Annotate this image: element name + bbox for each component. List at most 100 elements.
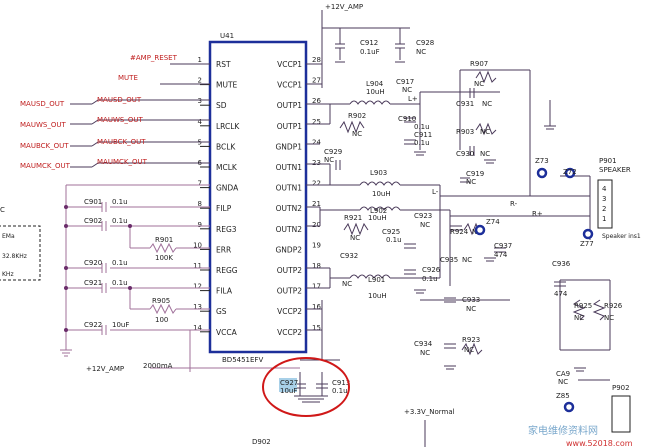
- r903-val: NC: [480, 128, 490, 136]
- pin-number-left: 4: [198, 118, 203, 126]
- pin-name-left: GNDA: [216, 184, 239, 193]
- ic-body: [208, 40, 308, 354]
- c932-ref: C932: [340, 252, 358, 260]
- highlight-circle: [262, 357, 350, 417]
- pin-name-right: OUTN2: [276, 204, 303, 213]
- l903-ref: L903: [370, 169, 387, 177]
- l902-val: 10uH: [368, 214, 387, 222]
- pin-number-right: 19: [312, 241, 321, 249]
- ic-ref: U41: [220, 32, 234, 40]
- pin-name-left: REGG: [216, 266, 238, 275]
- label-l-plus: L+: [408, 95, 418, 103]
- c926-ref: C926: [422, 266, 441, 274]
- top-supply-wires: [306, 10, 410, 88]
- r905-val: 100: [155, 316, 168, 324]
- right-capacitors: [335, 88, 566, 349]
- c910-ref: C910: [398, 115, 416, 123]
- connector-ref: P901: [599, 157, 617, 165]
- r925-val: NC: [574, 314, 584, 322]
- c901-ref: C901: [84, 198, 102, 206]
- r924-ref: R924: [450, 228, 469, 236]
- c927-highlight: [279, 378, 297, 392]
- pin-name-right: OUTP2: [277, 266, 302, 275]
- c928-ref: C928: [416, 39, 434, 47]
- pin-number-right: 21: [312, 200, 321, 208]
- c937-val: 474: [494, 251, 508, 259]
- ic-part: BD5451EFV: [222, 356, 263, 364]
- c912-ref: C912: [360, 39, 378, 47]
- pin-name-right: GNDP1: [276, 142, 303, 151]
- c922-val: 10uF: [112, 321, 129, 329]
- r923-ref: R923: [462, 336, 480, 344]
- net-sd-left: MAUSD_OUT: [20, 100, 65, 108]
- pin-name-left: SD: [216, 101, 227, 110]
- pin-name-left: BCLK: [216, 142, 236, 151]
- r921-val: NC: [350, 234, 360, 242]
- tp-z85: Z85: [556, 392, 570, 400]
- junction-dots-left: [64, 205, 132, 332]
- pin-number-left: 7: [198, 180, 202, 188]
- r903-ref: R903: [456, 128, 474, 136]
- c937-ref: C937: [494, 242, 512, 250]
- bottom-caps: [294, 372, 328, 403]
- pin-number-left: 14: [193, 324, 202, 332]
- pin-name-right: OUTP2: [277, 287, 302, 296]
- c925-val: 0.1u: [386, 236, 402, 244]
- c921-val: 0.1u: [112, 279, 128, 287]
- c929-val: NC: [324, 156, 334, 164]
- watermark: 家电维修资料网: [528, 424, 598, 437]
- pin-number-left: 11: [193, 262, 202, 270]
- pin-number-right: 18: [312, 262, 321, 270]
- pin-number-right: 26: [312, 97, 321, 105]
- l904-ref: L904: [366, 80, 384, 88]
- net-ws: MAUWS_OUT: [97, 116, 143, 124]
- label-r-plus: R+: [532, 210, 543, 218]
- current-note: 2000mA: [143, 362, 173, 370]
- pin-name-left: MCLK: [216, 163, 238, 172]
- c902-val: 0.1u: [112, 217, 128, 225]
- l901-ref: L901: [368, 276, 385, 284]
- ground-symbols: [414, 151, 586, 372]
- c929-ref: C929: [324, 148, 342, 156]
- resistor-zigzags: [339, 70, 606, 356]
- left-dashed-box: [0, 225, 41, 281]
- c925-ref: C925: [382, 228, 400, 236]
- r907-val: NC: [474, 80, 484, 88]
- pin-number-right: 27: [312, 77, 321, 85]
- c936-val: 474: [554, 290, 568, 298]
- pin-number-right: 17: [312, 283, 321, 291]
- c923-val: NC: [420, 221, 430, 229]
- net-33v: +3.3V_Normal: [404, 408, 455, 416]
- c935-val: NC: [462, 256, 472, 264]
- connector-note: Speaker ins1: [602, 233, 641, 240]
- tp-z74: Z74: [486, 218, 500, 226]
- connector-pin-3: 3: [602, 195, 606, 203]
- d902-ref: D902: [252, 438, 271, 446]
- r921-ref: R921: [344, 214, 362, 222]
- c935-ref: C935: [440, 256, 458, 264]
- r901-val: 100K: [155, 254, 173, 262]
- c934-ref: C934: [414, 340, 433, 348]
- pin-name-left: MUTE: [216, 81, 238, 90]
- c931-ref: C931: [456, 100, 474, 108]
- pin-name-left: VCCA: [216, 328, 238, 337]
- l902-ref: L902: [370, 207, 387, 215]
- pin-name-right: OUTP1: [277, 122, 302, 131]
- pin-number-right: 23: [312, 159, 321, 167]
- pin-name-right: VCCP1: [277, 81, 302, 90]
- net-12v-bottom: +12V_AMP: [86, 365, 124, 373]
- left-input-wires: [70, 63, 210, 168]
- left-edge-a: EMa: [2, 233, 15, 240]
- net-12v-top: +12V_AMP: [325, 3, 363, 11]
- c927-val: 10uF: [280, 387, 297, 395]
- label-r-minus: R-: [510, 200, 518, 208]
- l903-val: 10uH: [372, 190, 391, 198]
- net-bck-left: MAUBCK_OUT: [20, 142, 69, 150]
- r902-val: NC: [352, 130, 362, 138]
- c923-ref: C923: [414, 212, 432, 220]
- c930-val: NC: [480, 150, 490, 158]
- pin-number-right: 25: [312, 118, 321, 126]
- c931-val: NC: [482, 100, 492, 108]
